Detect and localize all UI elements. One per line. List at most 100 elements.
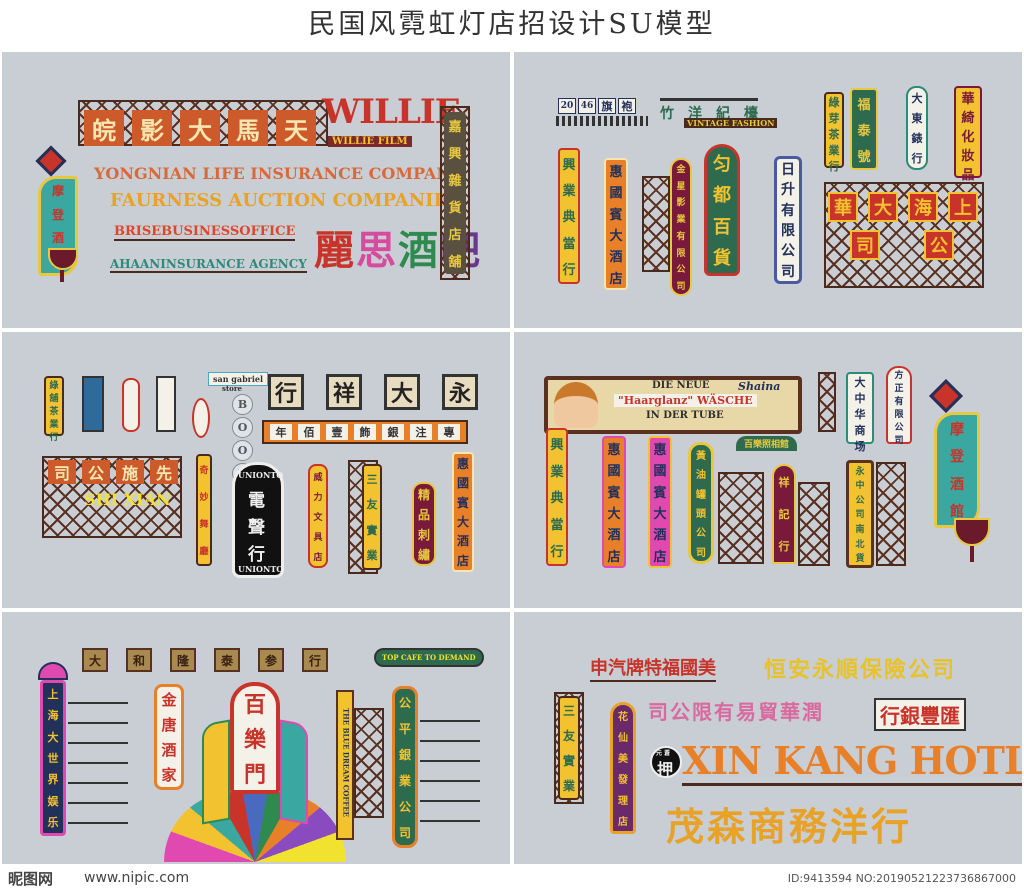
sign-char: 化 bbox=[961, 130, 975, 145]
sign-char: 有 bbox=[676, 231, 686, 242]
sign-char: 錶 bbox=[911, 132, 923, 145]
top-row-tile: 泰 bbox=[214, 648, 240, 672]
header-char: 20 bbox=[558, 98, 576, 114]
book-letter: O bbox=[232, 440, 253, 461]
sign-char: 中 bbox=[855, 481, 865, 492]
header-left-rail bbox=[556, 116, 648, 126]
sign-char: 登 bbox=[950, 449, 964, 466]
big-tile: 公 bbox=[924, 230, 954, 260]
willie-subtitle: WILLIE FILM bbox=[328, 136, 412, 147]
ad-brand: Shaina bbox=[738, 380, 781, 393]
fangzheng-sign: 方 正 有 限 公 司 bbox=[886, 366, 912, 446]
sign-char: 華 bbox=[961, 92, 975, 107]
pillar-sign: 永 中 公 司 南 北 貨 bbox=[846, 460, 874, 568]
big-tile: 司 bbox=[850, 230, 880, 260]
sign-char: 金 bbox=[676, 164, 686, 175]
gabriel-sign-sub: store bbox=[222, 384, 242, 393]
insurance-agency-line: AHAANINSURANCE AGENCY bbox=[110, 257, 307, 273]
sign-char: 酒 bbox=[456, 534, 469, 549]
sign-char: 大 bbox=[653, 507, 667, 523]
sign-char: 都 bbox=[713, 185, 731, 207]
top-row-tile: 行 bbox=[302, 648, 328, 672]
sign-char: 大 bbox=[854, 376, 866, 389]
big-tile-row-2: 司 公 bbox=[850, 230, 954, 260]
xian-tiles: 司 公 施 先 bbox=[48, 460, 178, 484]
big-tile: 大 bbox=[868, 192, 898, 222]
sign-char: 公 bbox=[676, 265, 686, 276]
small-white-sign bbox=[122, 378, 140, 432]
sign-char: 海 bbox=[47, 709, 59, 723]
sign-char: 公 bbox=[398, 695, 411, 710]
sign-char: 店 bbox=[609, 271, 623, 287]
bar-sign-char: 酒 bbox=[398, 227, 438, 274]
gabriel-sign: san gabriel bbox=[208, 372, 269, 386]
sign-char: 東 bbox=[911, 112, 923, 125]
sign-char: 品 bbox=[961, 168, 975, 183]
ad-line: "Haarglanz" WÄSCHE bbox=[614, 394, 757, 407]
wood-board-tiles: 行 祥 大 永 bbox=[268, 374, 478, 410]
unionto-sign bbox=[232, 462, 284, 578]
sign-char: 登 bbox=[51, 207, 64, 222]
sign-char: 有 bbox=[894, 397, 904, 407]
sign-char: 升 bbox=[781, 182, 795, 199]
strip-char: 年 bbox=[270, 424, 292, 440]
board-tile: 永 bbox=[442, 374, 478, 410]
sign-char: 三 bbox=[366, 472, 378, 486]
cosmetics-sign: 華 綺 化 妝 品 bbox=[954, 86, 982, 183]
sign-char: 司 bbox=[894, 436, 904, 446]
lady-portrait-icon bbox=[554, 382, 598, 428]
sign-char: 酒 bbox=[607, 528, 621, 544]
sign-char: 妝 bbox=[961, 149, 975, 164]
sign-char: 行 bbox=[828, 160, 840, 173]
sign-char: 綠 bbox=[49, 381, 59, 391]
left-neon-sign-2: 摩 登 酒 館 bbox=[934, 412, 980, 528]
sign-char: 頭 bbox=[696, 509, 706, 521]
sign-char: 具 bbox=[313, 532, 323, 543]
sign-char: 茶 bbox=[49, 407, 59, 417]
sign-char: 典 bbox=[550, 491, 564, 507]
coffee-label: THE BLUE DREAM COFFEE bbox=[341, 707, 351, 818]
cross-emblem-icon bbox=[35, 145, 67, 177]
sign-char: 刺 bbox=[417, 527, 430, 542]
sign-char: 繡 bbox=[417, 547, 430, 562]
sign-char: 限 bbox=[781, 223, 795, 240]
sign-char: 妙 bbox=[199, 493, 209, 503]
board-tile: 行 bbox=[268, 374, 304, 410]
sign-char: 世 bbox=[47, 751, 59, 765]
sign-char: 賓 bbox=[653, 485, 667, 501]
sign-char: 方 bbox=[894, 371, 904, 381]
sign-char: 店 bbox=[313, 552, 323, 563]
sign-char: 業 bbox=[366, 549, 378, 563]
sign-char: 號 bbox=[857, 149, 871, 165]
great-world-bars bbox=[68, 684, 128, 834]
strip-char: 佰 bbox=[298, 424, 320, 440]
deco-wing-right bbox=[280, 719, 308, 825]
sign-char: 花 bbox=[618, 712, 628, 723]
sign-char: 芽 bbox=[828, 112, 840, 125]
top-row-tiles: 大 和 隆 泰 参 行 bbox=[82, 648, 328, 672]
xian-tile: 施 bbox=[116, 460, 144, 484]
sign-char: 記 bbox=[778, 508, 790, 521]
pillar-frame bbox=[876, 462, 906, 566]
film-company-sign: 金 星 影 業 有 限 公 司 bbox=[670, 158, 692, 296]
ad-line-2: IN DER TUBE bbox=[646, 410, 724, 421]
hotel-sign-2: 惠 國 賓 大 酒 店 bbox=[452, 452, 474, 572]
panel-middle-left: 綠 舖 茶 業 行 san gabriel store B O O K 行 祥 … bbox=[2, 332, 510, 608]
sign-char: 奇 bbox=[199, 466, 209, 476]
sign-char: 大 bbox=[607, 507, 621, 523]
big-tile: 海 bbox=[908, 192, 938, 222]
sign-char: 公 bbox=[781, 243, 795, 260]
sign-char: 業 bbox=[49, 420, 59, 430]
strip-char: 壹 bbox=[326, 424, 348, 440]
sign-char: 酒 bbox=[950, 476, 964, 493]
sign-char: 當 bbox=[562, 236, 576, 252]
willie-logo: WILLIE bbox=[322, 92, 461, 132]
sign-char: 綠 bbox=[828, 96, 840, 109]
sign-char: 百 bbox=[243, 692, 266, 719]
sign-char: 當 bbox=[550, 518, 564, 534]
page-title: 民国风霓虹灯店招设计SU模型 bbox=[308, 9, 716, 40]
top-row-tile: 隆 bbox=[170, 648, 196, 672]
sign-char: 星 bbox=[676, 181, 686, 192]
bar-sign-char: 思 bbox=[356, 227, 396, 274]
photo-studio-arch: 百樂照相館 bbox=[736, 436, 798, 451]
